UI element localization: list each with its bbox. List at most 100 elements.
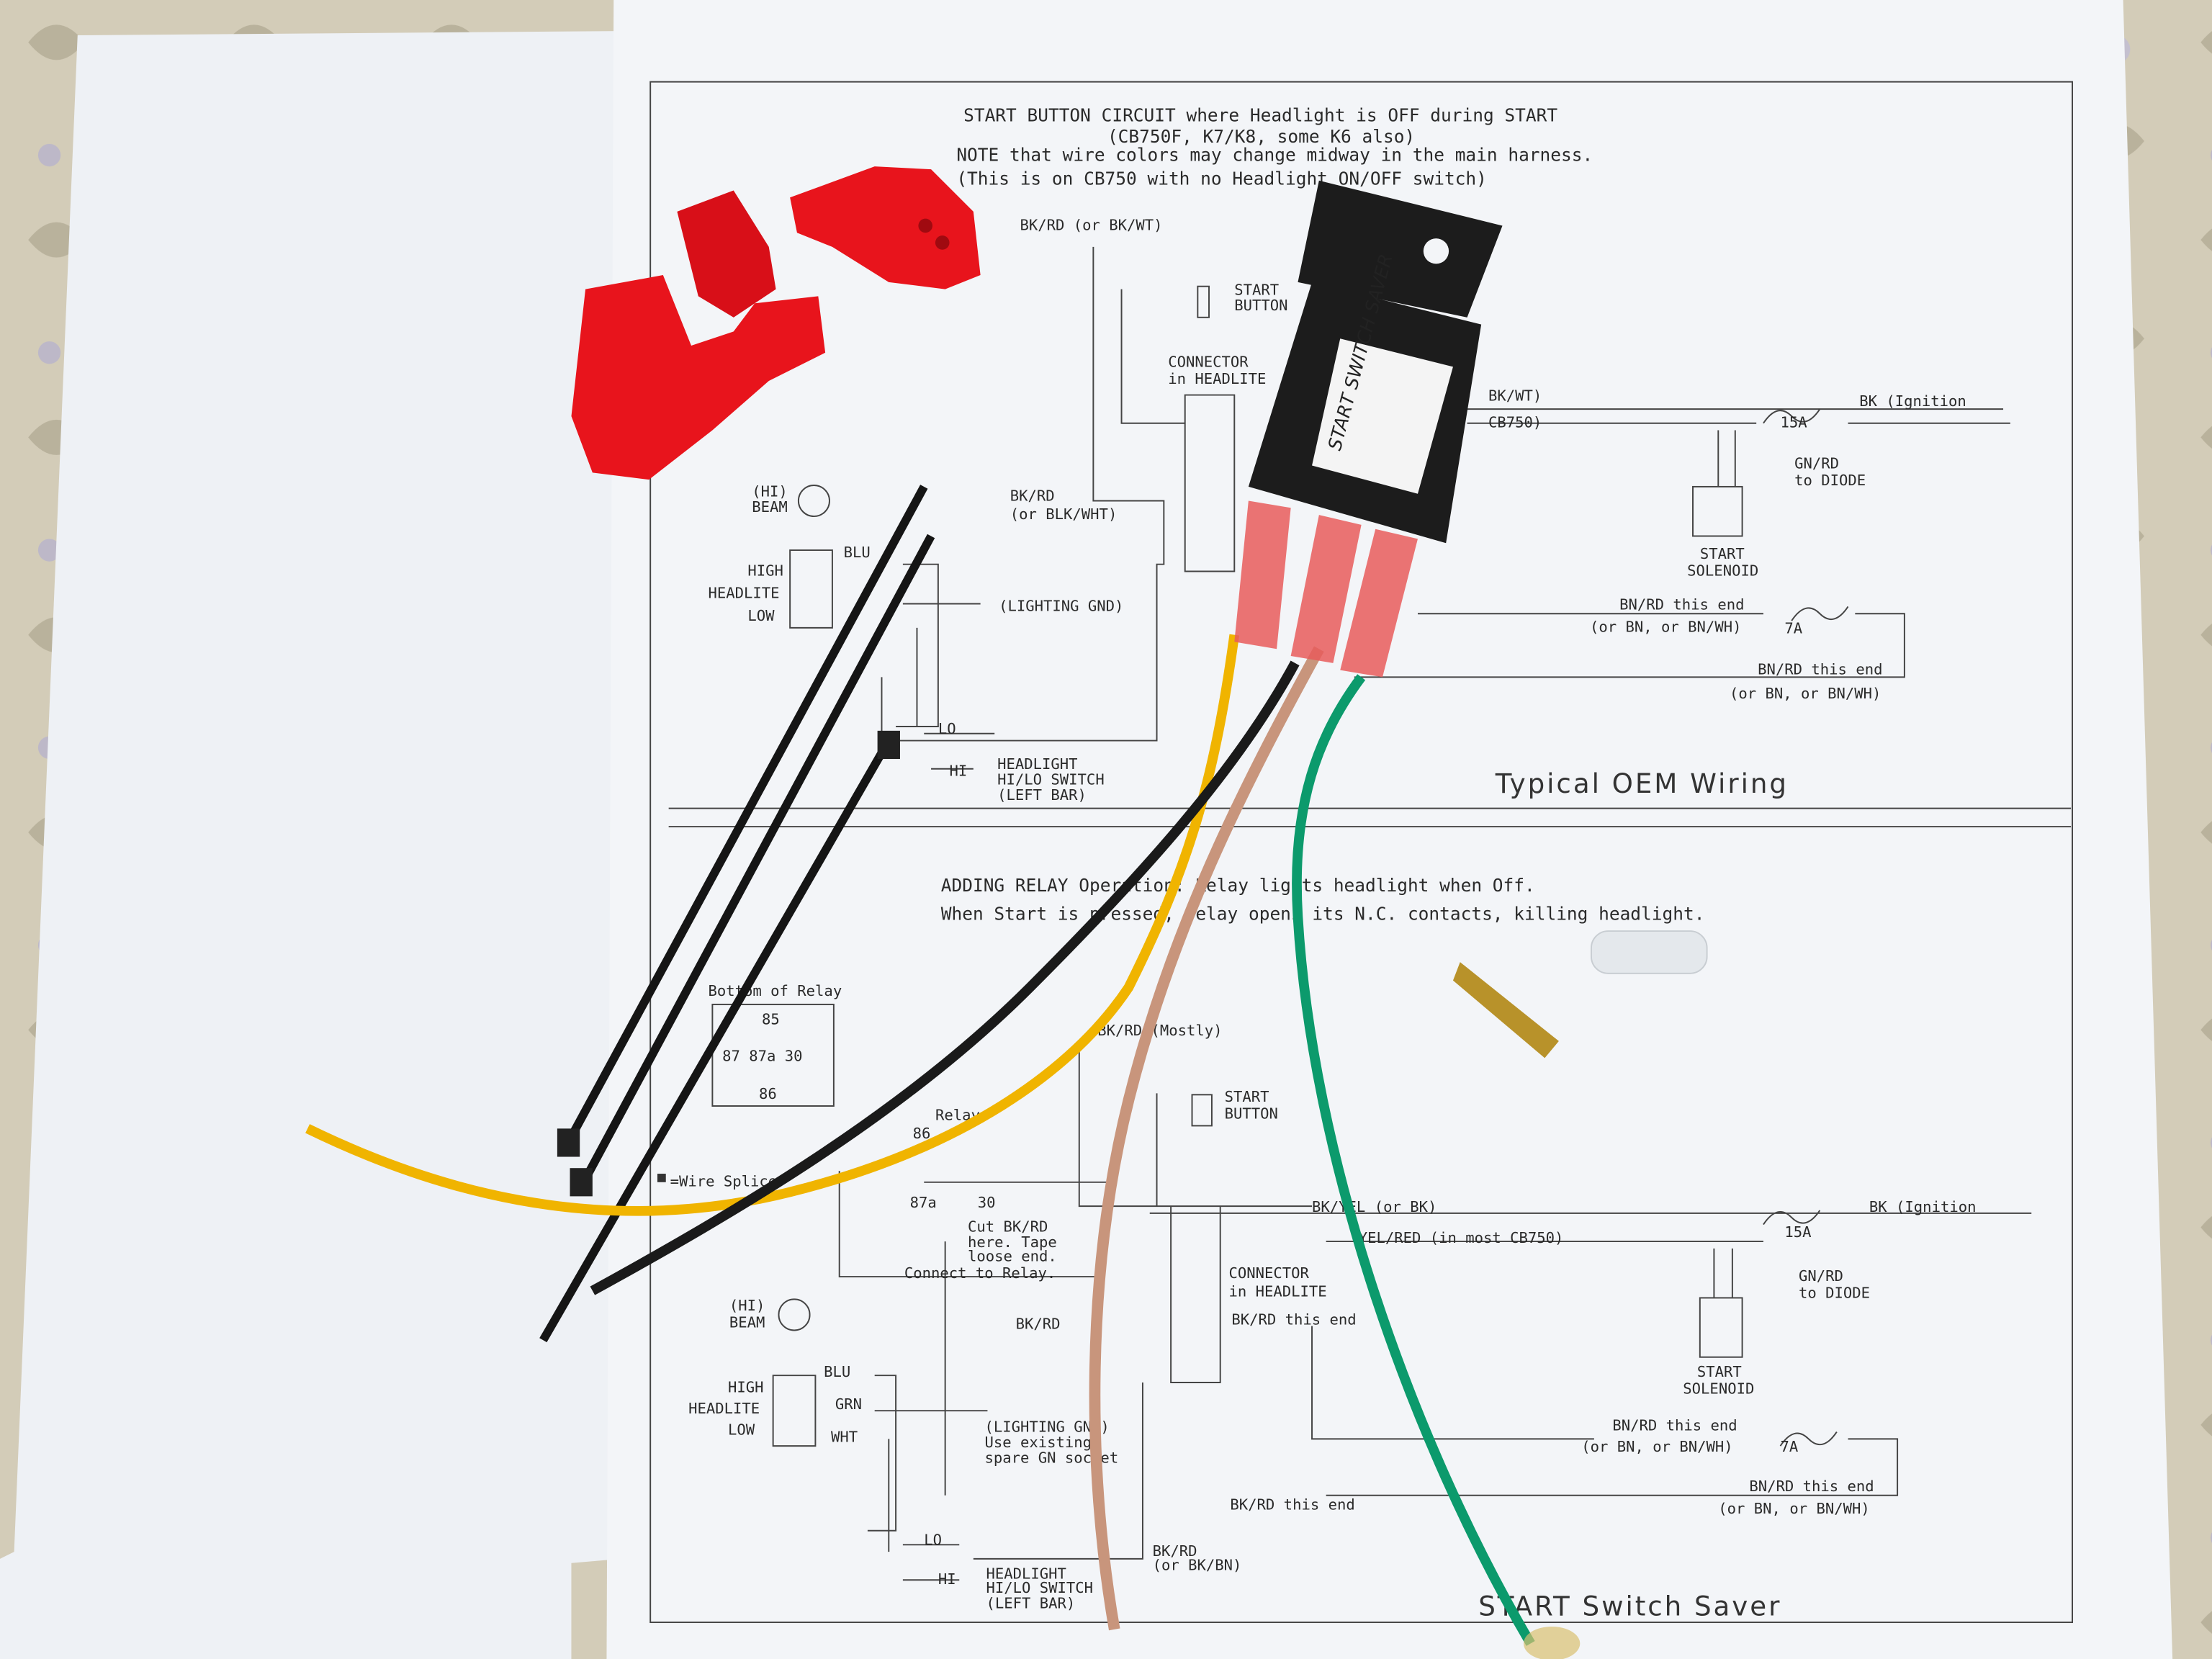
relay-switch-saver: START SWITCH SAVER <box>1234 180 1503 678</box>
label: BK (Ignition <box>1859 392 1966 410</box>
label: HIGH <box>728 1379 764 1396</box>
tan-wire <box>1089 646 1324 1631</box>
high-beam-bulb-symbol <box>778 1298 811 1331</box>
start-solenoid-symbol <box>1699 1297 1743 1358</box>
start-button-symbol <box>1191 1094 1213 1127</box>
label: START <box>1700 545 1745 562</box>
label: HEADLITE <box>709 585 780 602</box>
label: GN/RD <box>1794 454 1839 472</box>
label: HIGH <box>747 562 783 579</box>
label: 15A <box>1784 1223 1812 1241</box>
relay-handwritten-label <box>1312 338 1453 494</box>
label: (LIGHTING GND) <box>999 597 1123 614</box>
left-paper-sheet <box>0 31 621 1659</box>
top-schematic-labels: BK/RD (or BK/WT) START BUTTON CONNECTOR … <box>709 216 1966 804</box>
label: BK/YEL (or BK) <box>1312 1198 1437 1215</box>
label: LOW <box>747 607 775 624</box>
label: HEADLIGHT <box>986 1565 1066 1582</box>
section-caption: Typical OEM Wiring <box>1495 768 1789 799</box>
top-schematic-lines <box>789 246 2010 770</box>
label: HI/LO SWITCH <box>986 1579 1093 1596</box>
label: SOLENOID <box>1683 1380 1754 1398</box>
label: in HEADLITE <box>1228 1282 1326 1300</box>
diagram-paper-sheet <box>606 0 2173 1659</box>
section-heading: When Start is pressed, relay opens its N… <box>941 903 1705 924</box>
label: LO <box>938 720 956 737</box>
label: LO <box>924 1531 942 1548</box>
label: BEAM <box>752 498 788 516</box>
label: Bottom of Relay <box>709 982 842 999</box>
label: BLU <box>844 544 871 561</box>
label: (or BK/BN) <box>1153 1557 1242 1574</box>
red-splice-connectors <box>571 166 981 480</box>
label: (LEFT BAR) <box>986 1594 1075 1611</box>
label: GRN <box>835 1395 862 1413</box>
clear-insulator-sleeve <box>1590 930 1708 974</box>
label: (or BN, or BN/WH) <box>1718 1500 1869 1517</box>
label: BK/RD <box>1016 1316 1061 1333</box>
label: BUTTON <box>1234 297 1287 314</box>
bottom-schematic-labels: ADDING RELAY Operation: Relay lights hea… <box>670 875 1977 1622</box>
label: here. Tape <box>968 1233 1057 1251</box>
label: Connect to Relay. <box>904 1264 1056 1282</box>
label: =Wire Splice <box>670 1173 778 1190</box>
bottom-schematic-lines <box>657 1003 2032 1581</box>
label: 30 <box>978 1194 996 1211</box>
label: Cut BK/RD <box>968 1218 1048 1235</box>
diagram-border <box>649 81 2074 1624</box>
section-caption: START Switch Saver <box>1478 1590 1781 1622</box>
label: (LIGHTING GND) <box>985 1419 1110 1436</box>
label: BK/RD <box>1010 487 1055 505</box>
section-heading: ADDING RELAY Operation: Relay lights hea… <box>941 875 1535 896</box>
label: CONNECTOR <box>1228 1264 1309 1282</box>
label: START <box>1234 281 1279 298</box>
label: YEL/RED (in most CB750) <box>1359 1229 1564 1246</box>
label: HI/LO SWITCH <box>997 770 1105 788</box>
label: (or BLK/WHT) <box>1010 505 1118 523</box>
label: SOLENOID <box>1687 562 1758 579</box>
label: in HEADLITE <box>1168 370 1266 387</box>
note-line: (This is on CB750 with no Headlight ON/O… <box>956 168 1487 189</box>
label: (HI) <box>752 483 788 500</box>
label: BN/RD this end <box>1619 595 1744 613</box>
green-wire <box>1292 674 1535 1646</box>
label: (or BN, or BN/WH) <box>1581 1438 1732 1455</box>
start-button-symbol <box>1197 285 1210 318</box>
label: to DIODE <box>1794 472 1866 489</box>
label: BK/RD (Mostly) <box>1097 1022 1222 1039</box>
label: HI <box>950 763 968 780</box>
label: BK (Ignition <box>1869 1198 1977 1215</box>
label: loose end. <box>968 1248 1057 1265</box>
label: BK/WT) <box>1488 387 1542 404</box>
label: BK/RD this end <box>1230 1496 1354 1513</box>
label: HI <box>938 1570 956 1588</box>
label: HEADLITE <box>688 1400 760 1417</box>
title-line: START BUTTON CIRCUIT where Headlight is … <box>963 104 1557 125</box>
label: BLU <box>824 1363 850 1380</box>
headlite-symbol <box>772 1375 817 1447</box>
loose-terminals <box>1452 930 1708 1659</box>
label: BK/RD (or BK/WT) <box>1020 216 1162 233</box>
label: CONNECTOR <box>1168 353 1249 370</box>
label: 87a <box>910 1194 937 1211</box>
diagram-header: START BUTTON CIRCUIT where Headlight is … <box>956 104 1593 189</box>
label: (or BN, or BN/WH) <box>1590 619 1741 636</box>
label: BN/RD this end <box>1758 660 1882 678</box>
label: GN/RD <box>1799 1267 1843 1285</box>
label: 7A <box>1780 1438 1798 1455</box>
high-beam-bulb-symbol <box>797 484 830 518</box>
label: BEAM <box>729 1314 765 1331</box>
label: START <box>1225 1088 1269 1105</box>
label: CB750) <box>1488 414 1542 431</box>
cable-ties <box>539 485 935 1343</box>
label: WHT <box>831 1428 858 1445</box>
label: BUTTON <box>1225 1105 1278 1123</box>
label: Use existing <box>985 1434 1092 1451</box>
label: 15A <box>1780 414 1807 431</box>
wires <box>305 634 1535 1646</box>
label: HEADLIGHT <box>997 755 1077 773</box>
brass-terminal <box>1452 962 1559 1058</box>
black-wire <box>590 660 1300 1295</box>
